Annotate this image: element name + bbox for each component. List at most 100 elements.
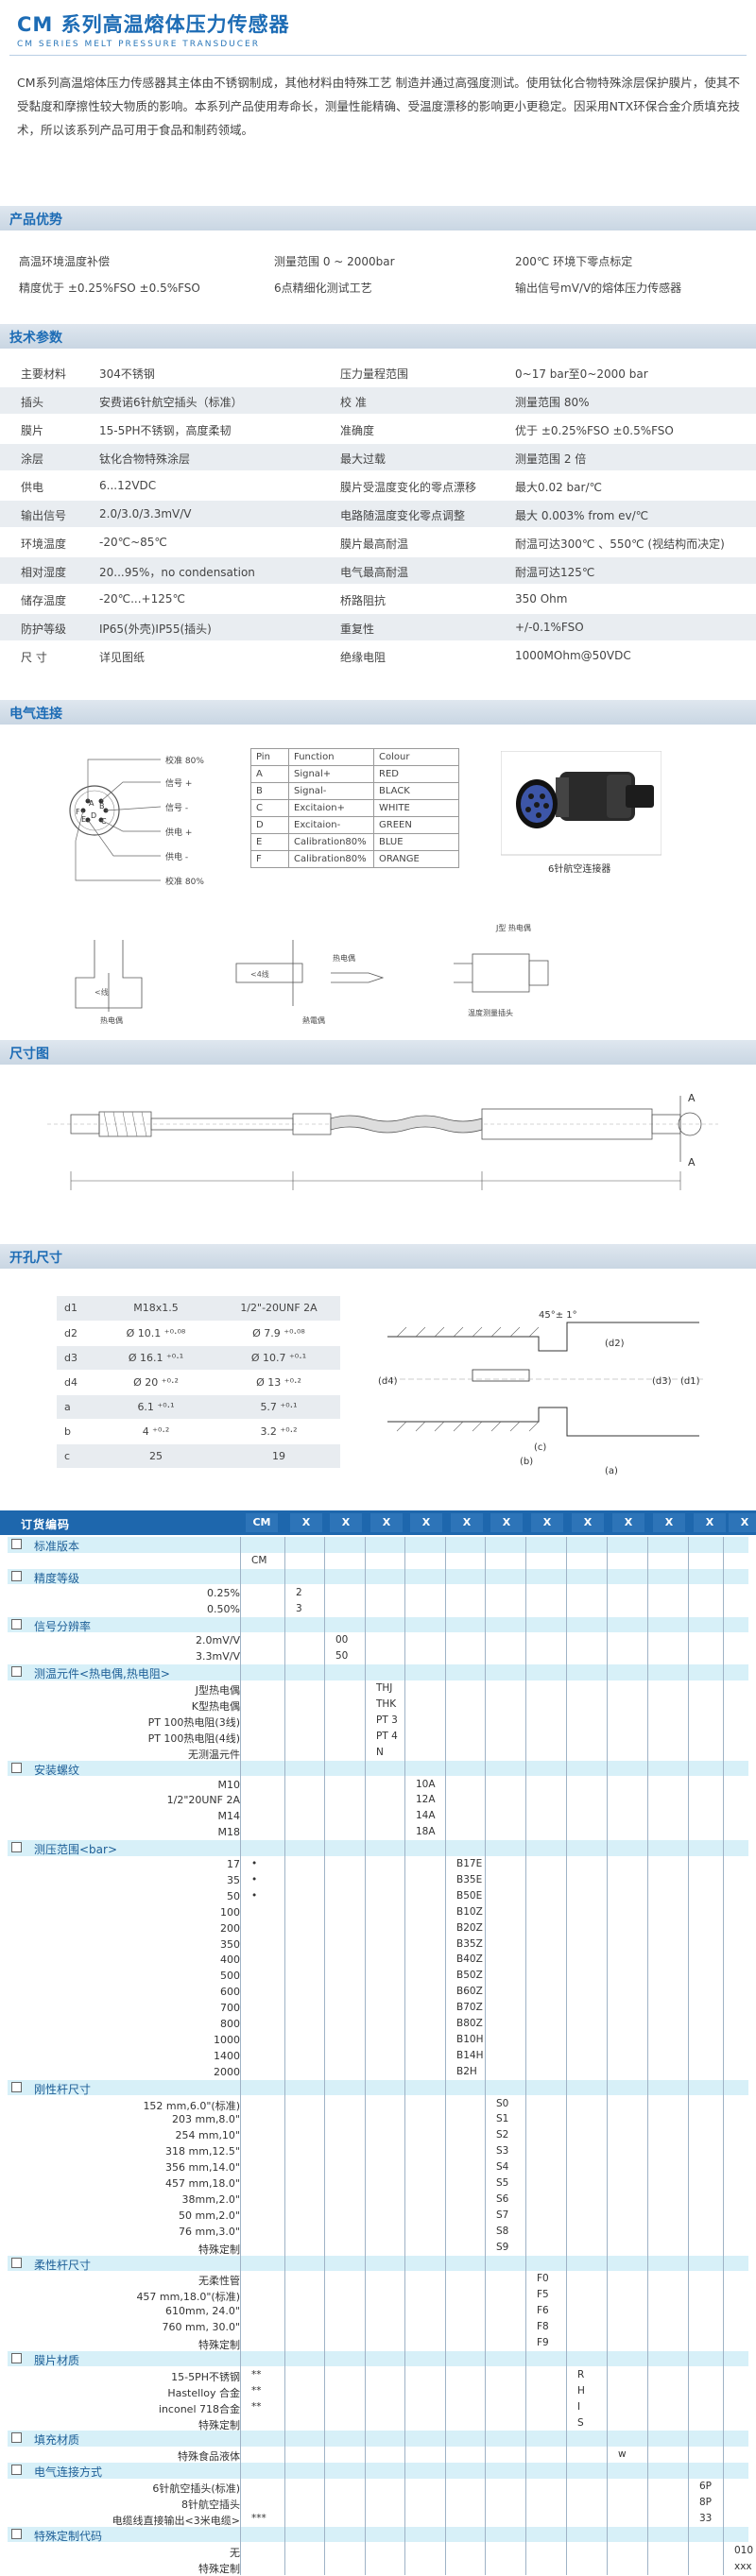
order-option-label: 457 mm,18.0"(标准) [136, 2291, 240, 2304]
order-header-cell: X [694, 1513, 726, 1532]
order-option: 17•B17E [8, 1856, 748, 1872]
hole-cell: d2 [57, 1321, 94, 1346]
spec-cell: 350 Ohm [515, 592, 568, 606]
order-code-value: 2 [296, 1586, 302, 1598]
order-option-label: 500 [220, 1970, 240, 1983]
order-category-title: 测压范围<bar> [34, 1843, 118, 1857]
checkbox[interactable] [11, 2528, 22, 2539]
order-header-cell: X [330, 1513, 362, 1532]
checkbox[interactable] [11, 2432, 22, 2444]
order-code-value: B50Z [456, 1970, 483, 1982]
connector-label: 信号 - [165, 802, 188, 813]
order-column-divider [365, 1537, 366, 2575]
order-code-value: 18A [416, 1826, 436, 1838]
order-option-label: 3.3mV/V [196, 1650, 240, 1663]
advantage-item: 6点精细化测试工艺 [274, 281, 372, 295]
order-code-value: R [577, 2368, 585, 2380]
pin-header-cell: Pin [250, 748, 289, 766]
hole-section-drawing: 45°± 1° (d2) (d4) (d3) (d1) (c) (b) (a) [378, 1310, 704, 1476]
pin-cell: GREEN [373, 816, 459, 834]
order-code-value: B17E [456, 1858, 483, 1869]
checkbox[interactable] [11, 2081, 22, 2092]
order-option-label: M10 [217, 1778, 241, 1791]
section-title: 尺寸图 [9, 1047, 49, 1062]
advantage-item: 测量范围 0 ~ 2000bar [274, 255, 395, 268]
order-code-value: F8 [537, 2321, 549, 2333]
spec-cell: 详见图纸 [99, 651, 146, 664]
spec-cell: 测量范围 80% [515, 396, 590, 409]
order-code-value: THJ [376, 1682, 393, 1695]
order-option-label: 50 [227, 1889, 240, 1902]
order-category-title: 安装螺纹 [34, 1763, 80, 1777]
pin-letter: D [91, 811, 96, 820]
spec-cell: 耐温可达125℃ [515, 566, 595, 579]
checkbox[interactable] [11, 2352, 22, 2363]
order-header-cell: CM [246, 1513, 278, 1532]
order-option-label: K型热电偶 [191, 1700, 240, 1713]
checkbox[interactable] [11, 2257, 22, 2268]
order-column-divider [324, 1537, 325, 2575]
spec-cell: 2.0/3.0/3.3mV/V [99, 507, 192, 520]
order-option-label: M18 [217, 1826, 241, 1839]
spec-cell: 最大过载 [340, 452, 387, 466]
checkbox[interactable] [11, 1842, 22, 1853]
order-code-value: F0 [537, 2273, 549, 2285]
spec-cell: 6...12VDC [99, 479, 157, 492]
order-option: 38mm,2.0"S6 [8, 2192, 748, 2208]
hole-cell: Ø 16.1 ⁺⁰·¹ [94, 1345, 217, 1371]
order-code-value: S6 [496, 2192, 509, 2205]
pin-cell: BLACK [373, 782, 459, 800]
pin-cell: WHITE [373, 799, 459, 817]
checkbox[interactable] [11, 1570, 22, 1581]
order-option: PT 100热电阻(4线)PT 4 [8, 1729, 748, 1745]
order-category-title: 膜片材质 [34, 2353, 80, 2367]
order-code-value: *** [251, 2512, 266, 2524]
spec-cell: 尺 寸 [21, 651, 47, 664]
spec-cell: 储存温度 [21, 594, 67, 607]
order-option-label: 600 [220, 1986, 240, 1999]
checkbox[interactable] [11, 2465, 22, 2476]
order-category-title: 特殊定制代码 [34, 2529, 103, 2543]
order-code-value: S3 [496, 2145, 509, 2158]
order-option: Hastelloy 合金**H [8, 2383, 748, 2399]
order-option: 15-5PH不锈钢**R [8, 2367, 748, 2383]
checkbox[interactable] [11, 1666, 22, 1678]
order-code-value: PT 4 [376, 1730, 398, 1742]
order-option: 152 mm,6.0"(标准)S0 [8, 2096, 748, 2112]
order-code-value: B10H [456, 2033, 484, 2045]
order-code-value: S8 [496, 2225, 509, 2237]
spec-cell: 校 准 [340, 396, 367, 409]
pin-cell: B [250, 782, 289, 800]
order-option-label: 1400 [214, 2049, 240, 2062]
checkbox[interactable] [11, 1762, 22, 1773]
order-option-label: 特殊定制 [198, 2418, 240, 2431]
order-category: 填充材质 [8, 2431, 748, 2447]
checkbox[interactable] [11, 1618, 22, 1629]
order-column-divider [284, 1537, 285, 2575]
order-category: 安装螺纹 [8, 1760, 748, 1777]
order-header-cell: X [572, 1513, 604, 1532]
order-header-cell: X [612, 1513, 644, 1532]
order-option: 6针航空插头(标准)6P [8, 2479, 748, 2495]
order-option: 电缆线直接输出<3米电缆>***33 [8, 2511, 748, 2527]
order-option: 500 B50Z [8, 1968, 748, 1984]
order-code-value: w [618, 2448, 627, 2461]
order-option-label: 50 mm,2.0" [179, 2209, 240, 2222]
checkbox[interactable] [11, 1539, 22, 1549]
order-code-value: S9 [496, 2241, 509, 2253]
connector-label: 供电 - [165, 851, 188, 862]
